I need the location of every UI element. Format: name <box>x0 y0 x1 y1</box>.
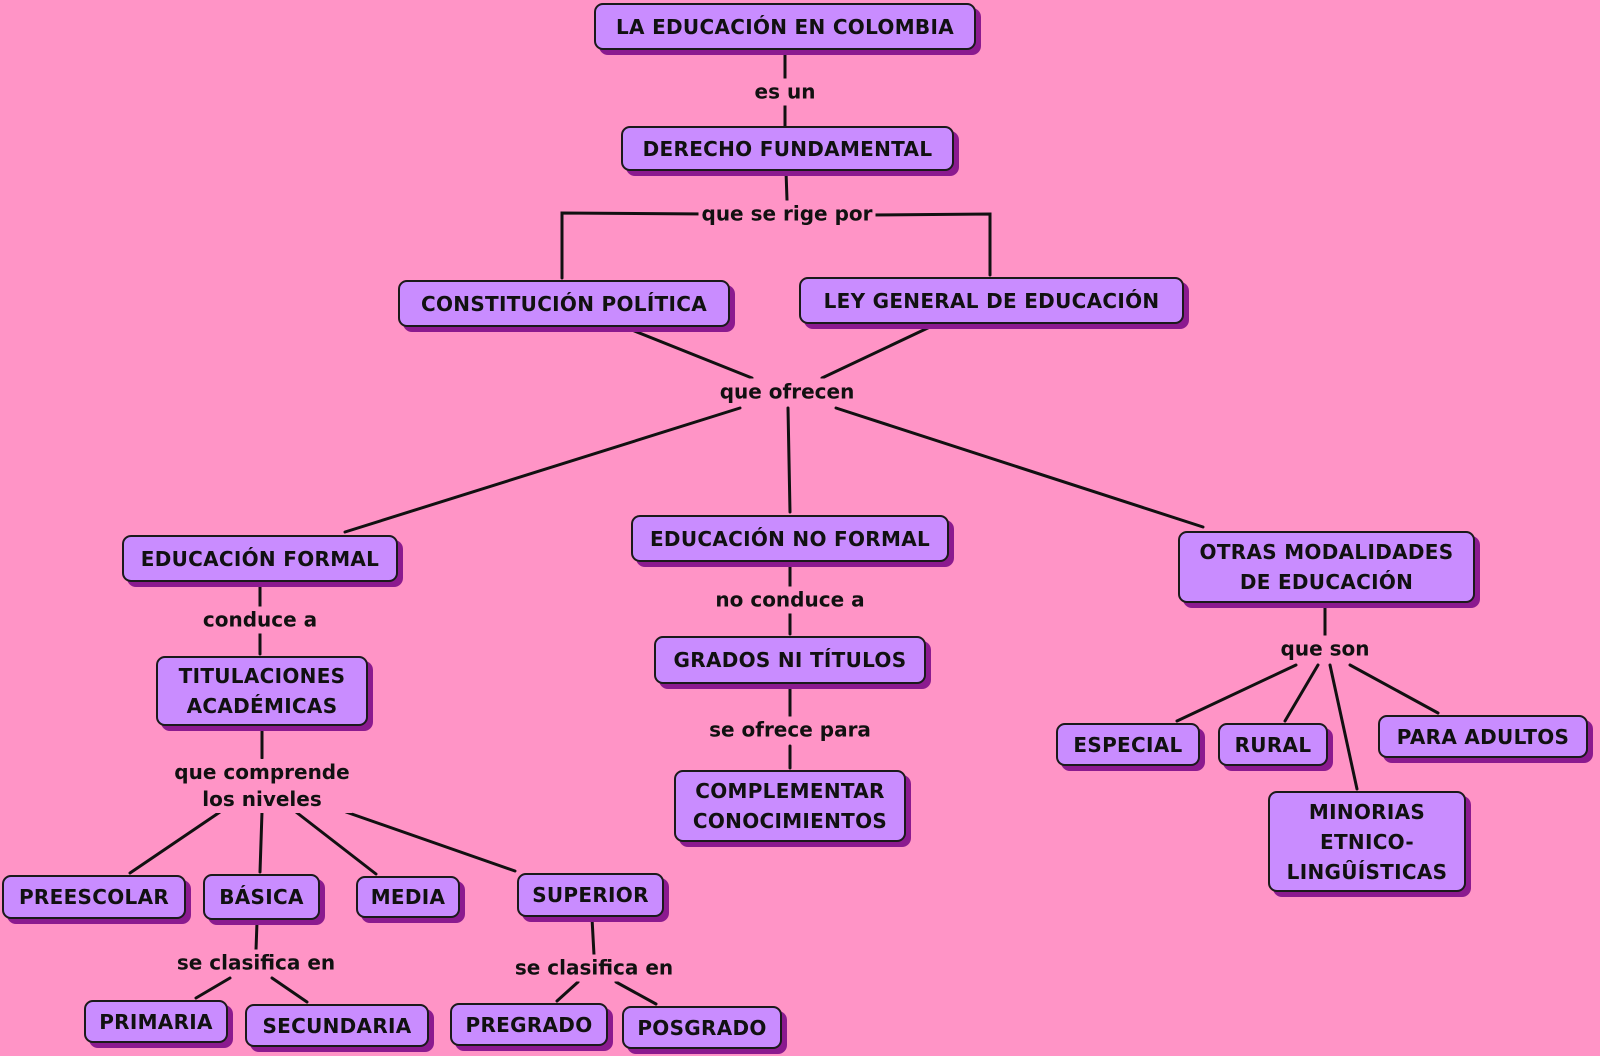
link-se-ofrece-para: se ofrece para <box>706 716 874 744</box>
node-otras-modalidades-de-educacion[interactable]: OTRAS MODALIDADES DE EDUCACIÓN <box>1178 531 1475 603</box>
node-la-educacion-en-colombia[interactable]: LA EDUCACIÓN EN COLOMBIA <box>594 3 976 50</box>
edge-clasifica-primaria <box>194 976 232 1000</box>
edge-basica-clasifica <box>254 920 259 952</box>
edge-comprende-preescolar <box>128 810 222 875</box>
edge-clasifica-pregrado <box>555 980 580 1003</box>
link-se-clasifica-en-superior: se clasifica en <box>511 954 677 982</box>
edge-superior-clasifica <box>590 916 596 957</box>
node-posgrado[interactable]: POSGRADO <box>622 1006 782 1049</box>
link-que-comprende-los-niveles: que comprende los niveles <box>171 759 353 813</box>
link-se-clasifica-en-basica: se clasifica en <box>173 949 339 977</box>
edge-que-son-especial <box>1175 663 1298 723</box>
node-grados-ni-titulos[interactable]: GRADOS NI TÍTULOS <box>654 636 926 684</box>
node-educacion-no-formal[interactable]: EDUCACIÓN NO FORMAL <box>631 515 949 562</box>
edge-comprende-basica <box>258 810 264 874</box>
edge-clasifica-secundaria <box>270 976 309 1004</box>
node-para-adultos[interactable]: PARA ADULTOS <box>1378 715 1588 758</box>
node-ley-general-de-educacion[interactable]: LEY GENERAL DE EDUCACIÓN <box>799 277 1184 324</box>
node-preescolar[interactable]: PREESCOLAR <box>2 875 186 919</box>
node-media[interactable]: MEDIA <box>356 876 460 918</box>
node-minorias-etnico-linguisticas[interactable]: MINORIAS ETNICO- LINGÛÍSTICAS <box>1268 791 1466 892</box>
edge-rige-ley <box>866 212 992 277</box>
edge-ley-ofrecen <box>820 324 934 380</box>
edge-derecho-rige <box>784 169 789 202</box>
node-educacion-formal[interactable]: EDUCACIÓN FORMAL <box>122 535 398 582</box>
node-especial[interactable]: ESPECIAL <box>1056 723 1200 766</box>
node-rural[interactable]: RURAL <box>1218 723 1328 766</box>
node-pregrado[interactable]: PREGRADO <box>450 1003 608 1046</box>
node-primaria[interactable]: PRIMARIA <box>84 1000 228 1043</box>
link-es-un: es un <box>751 78 819 106</box>
edge-ofrecen-noformal <box>786 406 792 514</box>
edge-ofrecen-otras <box>834 406 1205 529</box>
node-derecho-fundamental[interactable]: DERECHO FUNDAMENTAL <box>621 126 954 171</box>
node-basica[interactable]: BÁSICA <box>203 874 320 920</box>
link-que-son: que son <box>1277 635 1373 663</box>
link-no-conduce-a: no conduce a <box>712 586 868 614</box>
node-superior[interactable]: SUPERIOR <box>517 873 664 917</box>
link-conduce-a: conduce a <box>199 606 321 634</box>
edge-constitucion-ofrecen <box>630 328 754 380</box>
link-que-se-rige-por: que se rige por <box>698 200 876 228</box>
node-constitucion-politica[interactable]: CONSTITUCIÓN POLÍTICA <box>398 280 730 327</box>
node-complementar-conocimientos[interactable]: COMPLEMENTAR CONOCIMIENTOS <box>674 770 906 842</box>
edge-clasifica-posgrado <box>614 980 658 1006</box>
edge-que-son-adultos <box>1348 663 1440 715</box>
node-titulaciones-academicas[interactable]: TITULACIONES ACADÉMICAS <box>156 656 368 726</box>
edge-comprende-superior <box>344 810 517 873</box>
edge-que-son-minorias <box>1328 663 1359 791</box>
link-que-ofrecen: que ofrecen <box>716 378 858 406</box>
edge-comprende-media <box>294 810 378 876</box>
edge-ofrecen-formal <box>343 406 742 534</box>
edge-que-son-rural <box>1283 663 1320 723</box>
node-secundaria[interactable]: SECUNDARIA <box>245 1004 429 1047</box>
edge-rige-constitucion <box>560 211 710 280</box>
